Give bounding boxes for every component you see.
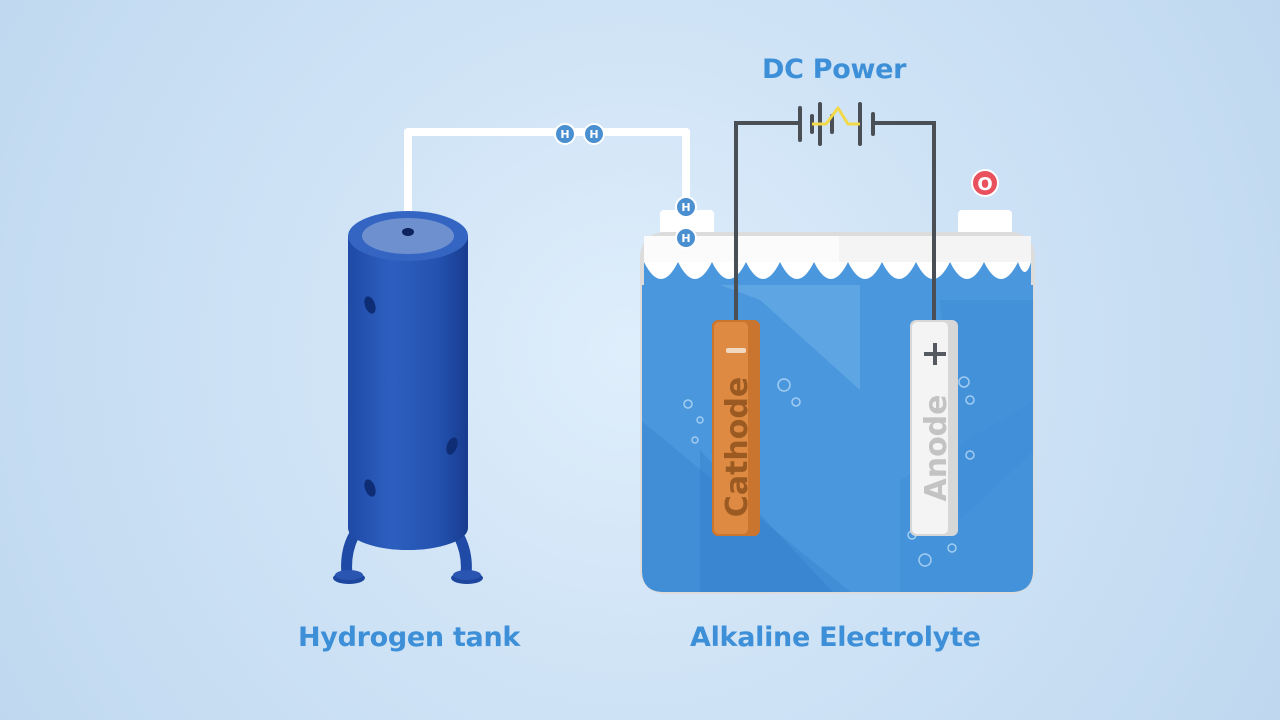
hydrogen-atom-outlet-1: H bbox=[675, 196, 697, 218]
hydrogen-symbol: H bbox=[681, 232, 690, 245]
electrolyte-liquid bbox=[642, 285, 1033, 592]
hydrogen-symbol: H bbox=[560, 128, 569, 141]
hydrogen-tank bbox=[333, 211, 483, 584]
hydrogen-symbol: H bbox=[589, 128, 598, 141]
cathode-electrode: Cathode bbox=[712, 320, 760, 536]
spark-icon bbox=[812, 106, 860, 126]
dc-power-label: DC Power bbox=[762, 54, 907, 85]
hydrogen-tank-label: Hydrogen tank bbox=[298, 622, 521, 653]
electrolyzer-container bbox=[640, 210, 1035, 594]
hydrogen-atom-outlet-2: H bbox=[675, 227, 697, 249]
oxygen-symbol: O bbox=[977, 174, 992, 195]
oxygen-atom: O bbox=[971, 169, 999, 197]
hydrogen-pipe bbox=[404, 128, 690, 232]
cathode-label: Cathode bbox=[720, 377, 755, 517]
anode-electrode: Anode bbox=[910, 320, 958, 536]
hydrogen-atom-pipe-2: H bbox=[583, 123, 605, 145]
hydrogen-atom-pipe-1: H bbox=[554, 123, 576, 145]
electrolyte-label: Alkaline Electrolyte bbox=[690, 622, 981, 653]
anode-label: Anode bbox=[919, 394, 954, 501]
dc-circuit bbox=[734, 102, 936, 324]
hydrogen-symbol: H bbox=[681, 201, 690, 214]
